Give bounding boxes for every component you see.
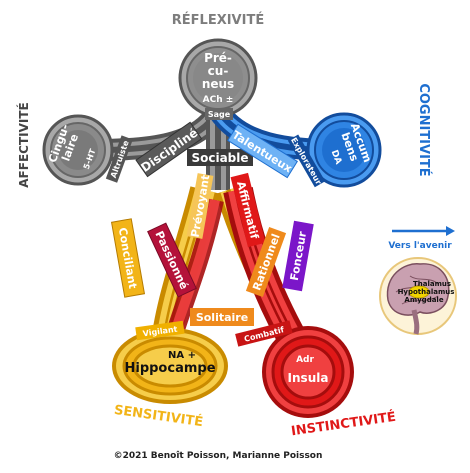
trait-conciliant: Conciliant bbox=[110, 218, 146, 298]
hippocampe-label: Hippocampe bbox=[124, 361, 215, 376]
trait-vigilant: Vigilant bbox=[135, 320, 185, 341]
axis-sensitivite: SENSITIVITÉ bbox=[113, 402, 204, 430]
brain-label-amygdale: Amygdale bbox=[404, 296, 443, 304]
insula-sub: Adr bbox=[296, 355, 314, 365]
trait-solitaire: Solitaire bbox=[190, 308, 254, 326]
hippocampe-sub: NA + bbox=[168, 350, 196, 361]
svg-text:Sociable: Sociable bbox=[191, 151, 248, 165]
accumbens-sub: DA bbox=[329, 149, 343, 166]
svg-text:Solitaire: Solitaire bbox=[196, 311, 248, 324]
precuneus-sub: ACh ± bbox=[203, 95, 234, 105]
svg-text:Sage: Sage bbox=[208, 110, 231, 119]
copyright-footer: ©2021 Benoît Poisson, Marianne Poisson bbox=[114, 451, 323, 461]
trait-sage: Sage bbox=[205, 108, 233, 120]
brain-inset bbox=[379, 257, 457, 335]
future-arrow-label: Vers l'avenir bbox=[388, 241, 452, 251]
precuneus-label-2: cu- bbox=[208, 64, 229, 78]
brain-label-hypothalamus: Hypothalamus bbox=[398, 288, 455, 296]
brain-label-thalamus: Thalamus bbox=[413, 280, 451, 288]
precuneus-label-3: neus bbox=[202, 77, 234, 91]
trait-fonceur: Fonceur bbox=[282, 220, 314, 292]
band-grey-left bbox=[84, 99, 229, 161]
node-insula bbox=[262, 326, 354, 418]
axis-cognitivite: COGNITIVITÉ bbox=[416, 83, 432, 176]
trait-sociable: Sociable bbox=[187, 149, 253, 166]
axis-affectivite: AFFECTIVITÉ bbox=[16, 102, 31, 187]
precuneus-label-1: Pré- bbox=[204, 51, 232, 65]
node-hippocampe bbox=[112, 328, 228, 404]
axis-reflexivite: RÉFLEXIVITÉ bbox=[172, 12, 264, 28]
node-accumbens bbox=[306, 112, 382, 188]
node-cingulaire bbox=[42, 114, 114, 186]
insula-label: Insula bbox=[288, 371, 329, 385]
future-arrow bbox=[392, 226, 455, 236]
